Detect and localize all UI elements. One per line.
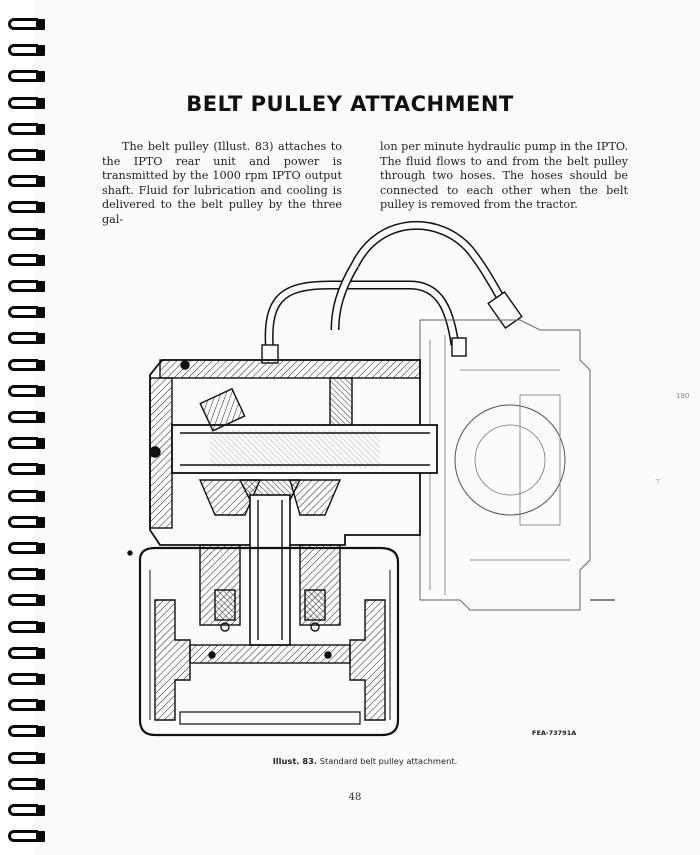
spiral-binding-icon	[0, 0, 45, 855]
binding-ring-icon	[8, 384, 48, 398]
binding-ring-icon	[8, 830, 48, 843]
binding-ring-icon	[8, 620, 48, 634]
binding-ring-icon	[8, 568, 48, 581]
binding-ring-icon	[8, 804, 48, 817]
figure-caption: Illust. 83. Standard belt pulley attachm…	[0, 756, 700, 766]
binding-ring-icon	[8, 122, 48, 136]
binding-ring-icon	[8, 175, 48, 188]
margin-mark: ⊤	[655, 478, 662, 486]
binding-ring-icon	[8, 699, 48, 712]
binding-ring-icon	[8, 227, 48, 241]
binding-ring-icon	[8, 725, 48, 738]
page-number: 48	[348, 792, 362, 803]
binding-ring-icon	[8, 44, 48, 57]
body-text-right-column: lon per minute hydraulic pump in the IPT…	[380, 140, 628, 212]
figure-code: FEA-73791A	[532, 729, 577, 737]
binding-ring-icon	[8, 751, 48, 765]
binding-ring-icon	[8, 306, 48, 319]
caption-text: Standard belt pulley attachment.	[319, 756, 458, 766]
binding-ring-icon	[8, 489, 48, 503]
binding-ring-icon	[8, 96, 48, 110]
body-text-left-column: The belt pulley (Illust. 83) attaches to…	[102, 140, 342, 226]
binding-ring-icon	[8, 280, 48, 293]
binding-ring-icon	[8, 437, 48, 450]
binding-ring-icon	[8, 332, 48, 345]
binding-ring-icon	[8, 777, 48, 791]
binding-ring-icon	[8, 463, 48, 476]
binding-ring-icon	[8, 253, 48, 267]
binding-ring-icon	[8, 149, 48, 162]
binding-ring-icon	[8, 70, 48, 83]
binding-ring-icon	[8, 358, 48, 372]
binding-ring-icon	[8, 646, 48, 660]
binding-ring-icon	[8, 515, 48, 529]
binding-ring-icon	[8, 411, 48, 424]
binding-ring-icon	[8, 542, 48, 555]
caption-label: Illust. 83.	[272, 756, 318, 766]
margin-mark: 180	[676, 392, 690, 400]
binding-ring-icon	[8, 201, 48, 214]
page-title: BELT PULLEY ATTACHMENT	[186, 92, 514, 116]
binding-ring-icon	[8, 18, 48, 31]
binding-ring-icon	[8, 673, 48, 686]
binding-ring-icon	[8, 594, 48, 607]
